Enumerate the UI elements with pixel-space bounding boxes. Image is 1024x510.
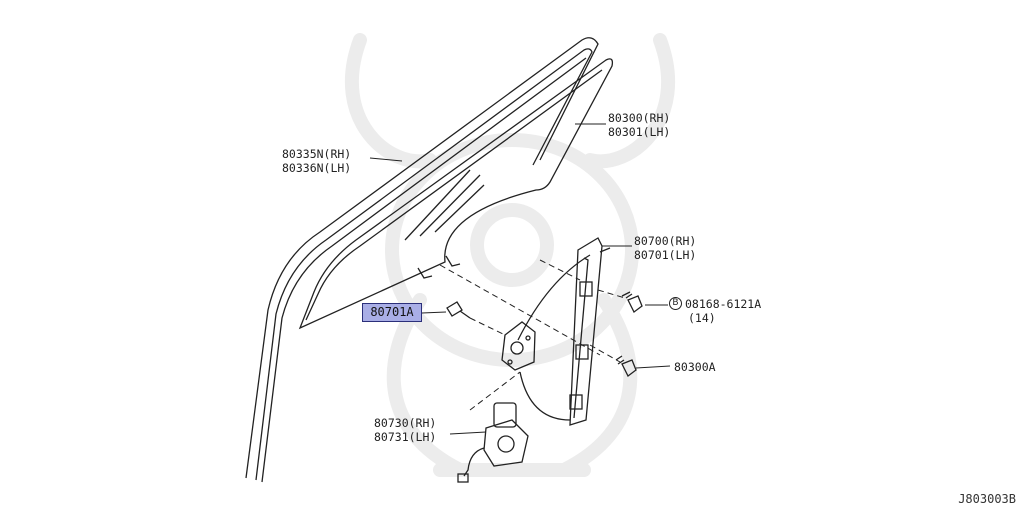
regulator-label-rh: 80700(RH) (634, 234, 697, 248)
clip-label: 80300A (674, 360, 716, 374)
leader-lines (369, 123, 671, 435)
sash-label-rh: 80335N(RH) (282, 147, 352, 161)
glass-label-lh: 80301(LH) (608, 125, 671, 139)
highlighted-part-label[interactable]: 80701A (362, 303, 422, 322)
glass-run-channel-icon (245, 37, 599, 483)
motor-icon (457, 402, 529, 483)
glass-label-rh: 80300(RH) (608, 111, 671, 125)
regulator-icon (501, 237, 611, 426)
bolt-label: 08168-6121A (685, 297, 762, 311)
bolt-icon (446, 291, 643, 319)
motor-label-lh: 80731(LH) (374, 430, 437, 444)
bolt-prefix-circle: B (669, 297, 682, 310)
sash-label-lh: 80336N(LH) (282, 161, 352, 175)
clip-icon (615, 355, 637, 377)
window-glass-icon (298, 58, 614, 330)
motor-label-rh: 80730(RH) (374, 416, 437, 430)
regulator-label-lh: 80701(LH) (634, 248, 697, 262)
watermark-logo (344, 33, 676, 477)
bolt-qty: (14) (688, 311, 716, 325)
diagram-code: J803003B (958, 492, 1016, 506)
assembly-lines (439, 259, 626, 411)
